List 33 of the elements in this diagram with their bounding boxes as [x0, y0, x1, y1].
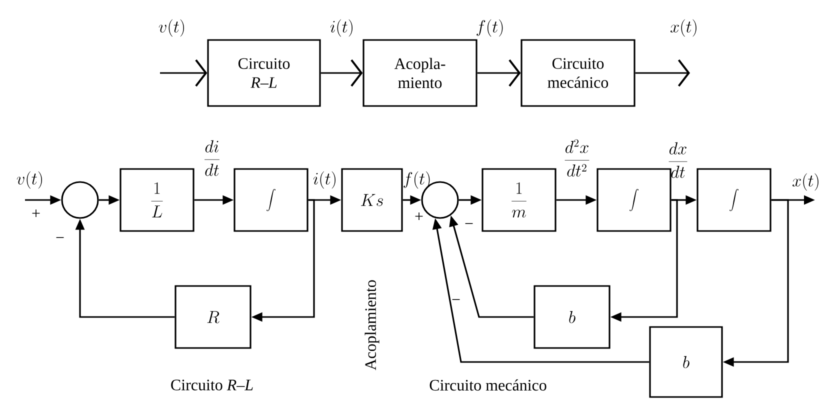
block-box: Circuito R–L	[207, 39, 321, 107]
signal-label: $x(t)$	[792, 173, 818, 191]
signal-label: $i(t)$	[330, 19, 352, 37]
summing-junction	[61, 181, 99, 219]
block-box: $b$	[534, 285, 610, 349]
block-box: $\int$	[696, 168, 772, 232]
group-label: Acoplamiento	[364, 280, 380, 370]
sign-label: −	[465, 223, 473, 224]
group-label: Circuito R–L	[171, 380, 253, 390]
signal-label: $i(t)$	[313, 171, 336, 189]
signal-label: $\frac{dx}{dt}$	[668, 142, 688, 178]
sign-label: +	[415, 212, 423, 220]
signal-label: $f(t)$	[404, 171, 430, 189]
sign-label: −	[452, 299, 460, 300]
signal-label: $v(t)$	[158, 19, 184, 37]
sign-label: −	[56, 237, 64, 238]
block-box: $\int$	[234, 168, 308, 232]
block-box: $Ks$	[341, 168, 403, 232]
signal-label: $\frac{di}{dt}$	[204, 140, 220, 176]
block-box: $R$	[174, 285, 252, 349]
signal-label: $\frac{d^2x}{dt^2}$	[564, 139, 590, 177]
block-box: $b$	[649, 326, 723, 398]
block-box: $\int$	[596, 168, 672, 232]
signal-label: $f(t)$	[476, 19, 503, 37]
signal-label: $v(t)$	[16, 171, 42, 189]
block-box: Acopla- miento	[362, 39, 478, 107]
group-label: Circuito mecánico	[430, 379, 546, 391]
block-box: $\frac{1}{L}$	[120, 168, 194, 232]
signal-label: $x(t)$	[670, 19, 696, 37]
block-box: $\frac{1}{m}$	[482, 168, 556, 232]
block-box: Circuito mecánico	[520, 39, 636, 107]
sign-label: +	[32, 210, 40, 217]
arrow	[635, 59, 690, 87]
